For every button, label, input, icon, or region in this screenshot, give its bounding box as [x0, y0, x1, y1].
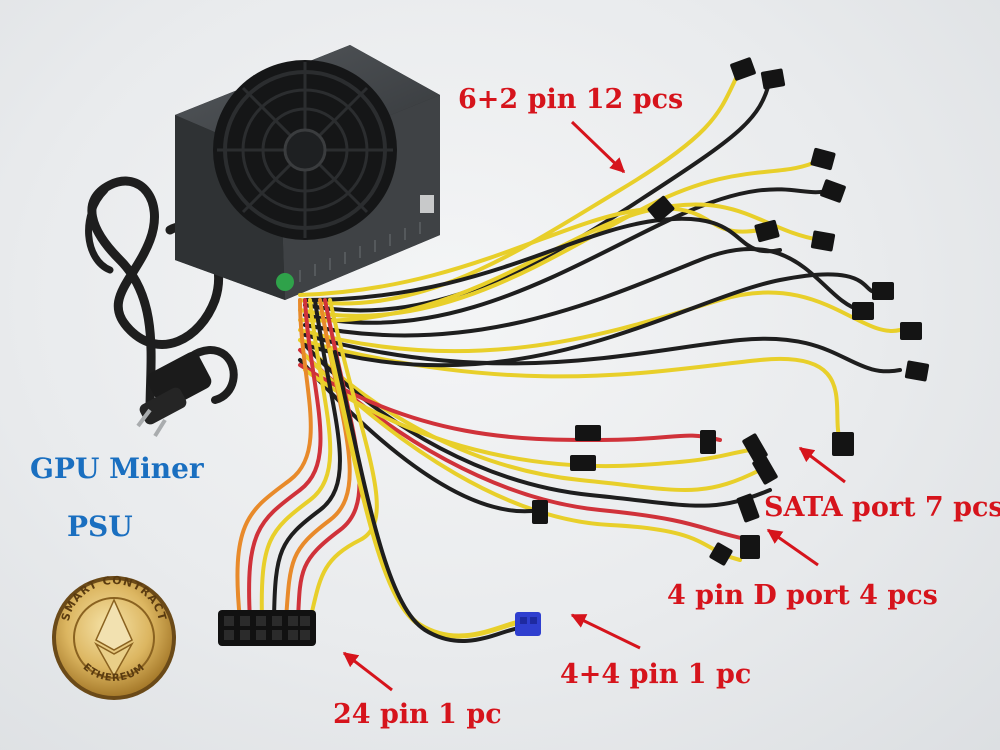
pcie-connectors — [647, 57, 930, 456]
plug-icon — [136, 352, 212, 438]
arrow-atx24 — [342, 651, 393, 692]
eps-connector — [515, 612, 541, 636]
brand-subtitle: PSU — [67, 510, 133, 543]
fan-icon — [213, 60, 397, 240]
arrow-pcie — [570, 120, 626, 174]
label-pcie: 6+2 pin 12 pcs — [458, 84, 684, 115]
arrow-sata — [798, 446, 846, 484]
label-molex: 4 pin D port 4 pcs — [667, 580, 938, 611]
brand-title: GPU Miner — [30, 452, 204, 485]
arrow-eps — [570, 613, 641, 650]
arrow-molex — [766, 528, 819, 567]
label-atx24: 24 pin 1 pc — [333, 699, 502, 730]
atx24-connector — [218, 610, 316, 646]
sata-molex-connectors — [532, 425, 778, 566]
label-eps: 4+4 pin 1 pc — [560, 659, 752, 690]
ethereum-coin-icon: SMART CONTRACT ETHEREUM — [52, 574, 176, 700]
label-sata: SATA port 7 pcs — [764, 492, 1000, 523]
arrow-icons — [342, 120, 846, 692]
